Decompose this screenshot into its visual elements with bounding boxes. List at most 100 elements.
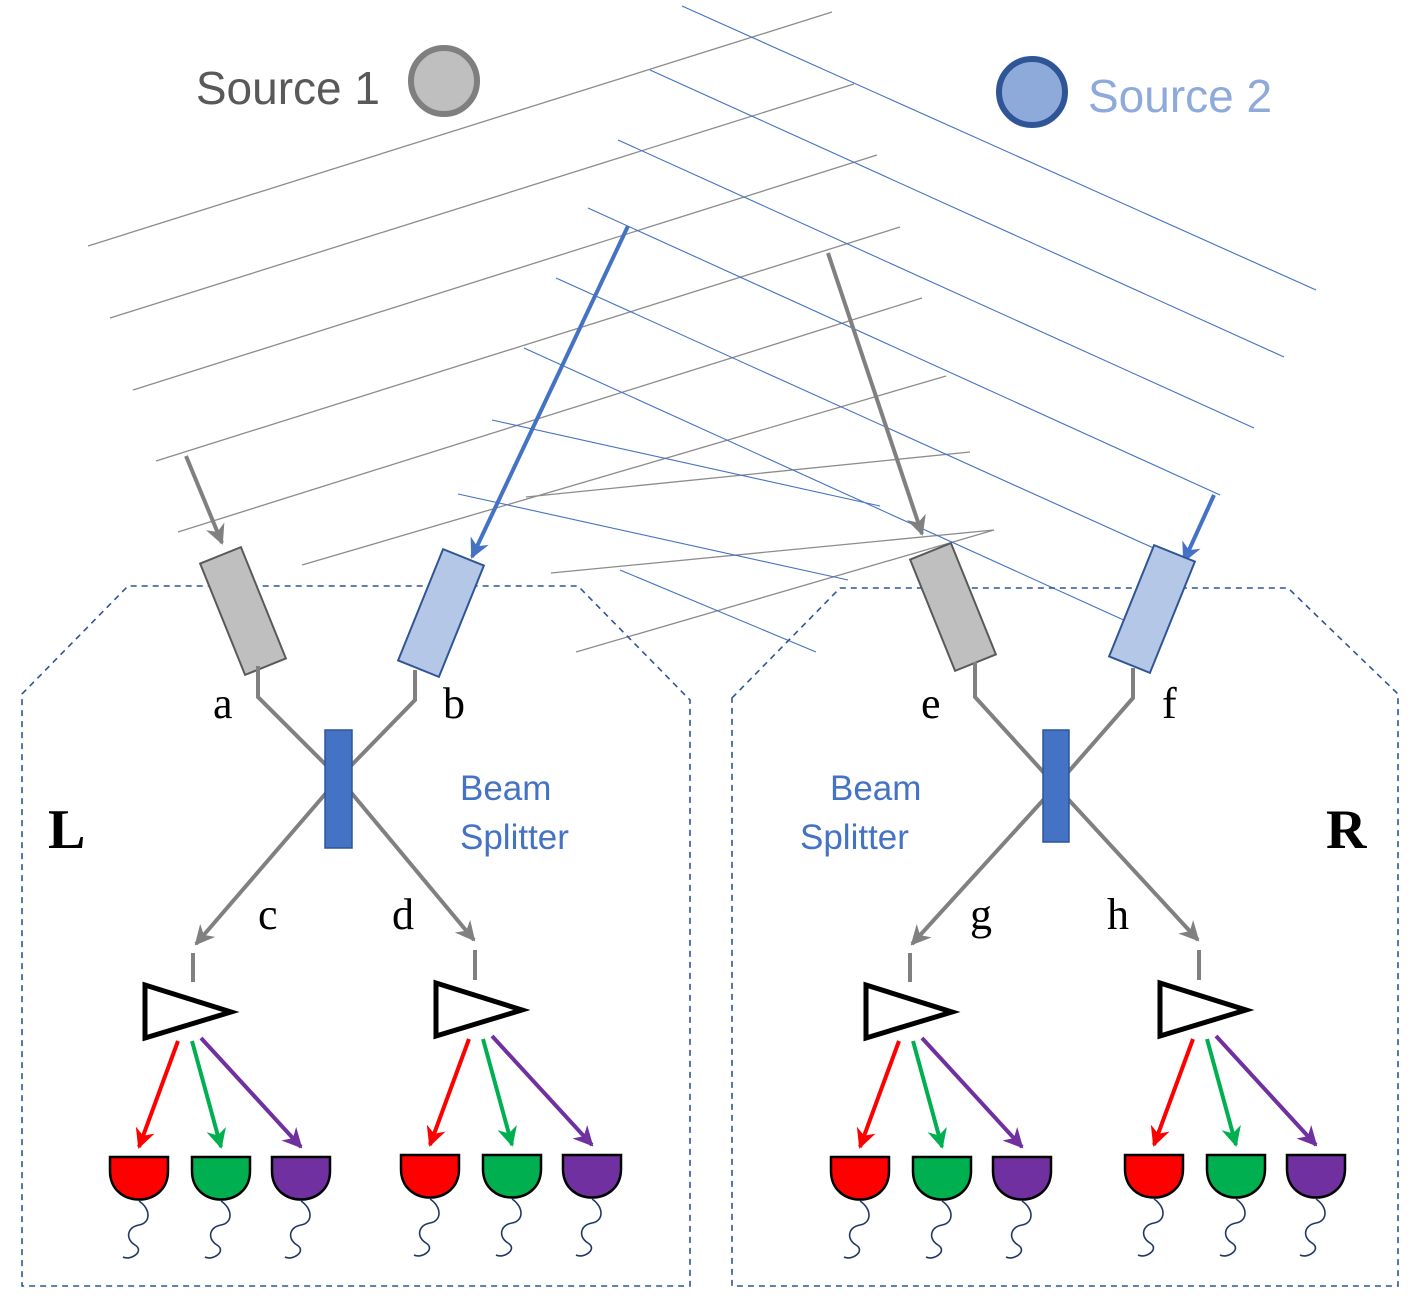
- coupler-a: [198, 545, 288, 677]
- router-group-g: [829, 981, 1053, 1259]
- detector-wire: [122, 1200, 149, 1259]
- fiber-c: [194, 776, 341, 946]
- triangle-router-icon: [1157, 979, 1255, 1040]
- route-arrow-green: [481, 1038, 517, 1147]
- wavefront-1: [550, 529, 995, 574]
- photodetector-icon: [399, 1153, 461, 1199]
- wavefront-1: [87, 11, 833, 247]
- route-arrow-red: [1150, 1038, 1195, 1147]
- route-arrow-green: [911, 1040, 947, 1149]
- detector-wire: [1219, 1198, 1246, 1257]
- fiber-e: [973, 662, 1058, 788]
- detector-wire: [925, 1200, 952, 1259]
- coupler-f: [1107, 543, 1197, 675]
- source1-wavefronts: [87, 11, 995, 653]
- source-circle-icon: [408, 45, 480, 117]
- wavefront-2: [555, 277, 1181, 561]
- coupler-b: [396, 547, 486, 679]
- port-label-h: h: [1107, 890, 1129, 939]
- right-splitter-label-line2: Splitter: [800, 818, 909, 857]
- router-group-c: [108, 981, 332, 1259]
- wavefront-1: [109, 83, 855, 319]
- detector-wire: [1005, 1200, 1032, 1259]
- router-group-h: [1123, 979, 1347, 1257]
- photodetector-icon: [991, 1155, 1053, 1201]
- wavefront-1: [132, 154, 878, 391]
- right-splitter-label-line1: Beam: [830, 769, 921, 808]
- detector-wire: [843, 1200, 870, 1259]
- fiber-g: [910, 784, 1058, 946]
- right-beam-splitter: [1042, 729, 1070, 843]
- photodetector-icon: [190, 1155, 252, 1201]
- source-2: Source 2: [996, 56, 1272, 128]
- photodetector-icon: [1205, 1153, 1267, 1199]
- port-label-c: c: [258, 890, 278, 939]
- photon-arrow-source1-to-a: [184, 455, 225, 545]
- triangle-router-icon: [433, 979, 531, 1040]
- detector-wire: [1299, 1198, 1326, 1257]
- photon-arrow-source2-to-b: [470, 225, 630, 559]
- wavefront-2: [491, 419, 881, 507]
- fiber-h: [1054, 784, 1200, 942]
- left-splitter-label-line1: Beam: [460, 769, 551, 808]
- right-fibers: [908, 662, 1201, 982]
- photodetector-icon: [561, 1153, 623, 1199]
- station-right-name: R: [1326, 799, 1367, 861]
- triangle-router-icon: [863, 981, 961, 1042]
- route-arrow-green: [1205, 1038, 1241, 1147]
- photon-arrow-source2-to-f: [1182, 494, 1216, 563]
- photodetector-icon: [270, 1155, 332, 1201]
- wavefront-2: [523, 347, 1151, 633]
- wavefront-2: [457, 493, 849, 581]
- port-label-a: a: [213, 679, 233, 728]
- route-arrow-red: [426, 1038, 471, 1147]
- route-arrow-green: [190, 1040, 226, 1149]
- route-arrow-red: [135, 1040, 180, 1149]
- wavefront-2: [681, 5, 1317, 291]
- detector-wire: [1137, 1198, 1164, 1257]
- router-group-d: [399, 979, 623, 1257]
- route-arrow-red: [856, 1040, 901, 1149]
- source2-wavefronts: [457, 5, 1317, 653]
- route-arrow-purple: [490, 1034, 594, 1147]
- source-circle-icon: [996, 56, 1068, 128]
- wavefront-2: [617, 139, 1255, 429]
- source-1: Source 1: [196, 45, 480, 117]
- route-arrow-purple: [1214, 1034, 1318, 1147]
- route-arrow-purple: [920, 1036, 1024, 1149]
- left-fibers: [191, 666, 477, 982]
- photodetector-icon: [1285, 1153, 1347, 1199]
- fiber-b: [337, 670, 417, 780]
- photodetector-icon: [108, 1155, 170, 1201]
- detector-wire: [413, 1198, 440, 1257]
- wavefront-1: [301, 375, 947, 566]
- triangle-router-icon: [142, 981, 240, 1042]
- detector-wire: [575, 1198, 602, 1257]
- fiber-a: [256, 666, 341, 780]
- detector-wire: [284, 1200, 311, 1259]
- source-1-label: Source 1: [196, 62, 380, 114]
- wavefront-2: [587, 207, 1221, 496]
- fiber-f: [1054, 668, 1135, 788]
- port-labels: a b c d e f g h: [213, 679, 1177, 939]
- right-station-boundary: [731, 587, 1399, 1287]
- port-label-g: g: [970, 890, 992, 939]
- left-beam-splitter: [324, 729, 353, 849]
- port-label-f: f: [1162, 679, 1177, 728]
- photodetector-icon: [481, 1153, 543, 1199]
- port-label-b: b: [443, 679, 465, 728]
- photon-arrow-source1-to-e: [826, 252, 926, 536]
- left-splitter-label-line2: Splitter: [460, 818, 569, 857]
- source-2-label: Source 2: [1088, 70, 1272, 122]
- photodetector-icon: [829, 1155, 891, 1201]
- photodetector-icon: [1123, 1153, 1185, 1199]
- photodetector-icon: [911, 1155, 973, 1201]
- left-station-boundary: [21, 585, 691, 1287]
- wavefront-2: [649, 69, 1285, 358]
- wavefront-1: [155, 226, 901, 462]
- port-label-e: e: [921, 679, 941, 728]
- port-label-d: d: [392, 890, 414, 939]
- detector-wire: [204, 1200, 231, 1259]
